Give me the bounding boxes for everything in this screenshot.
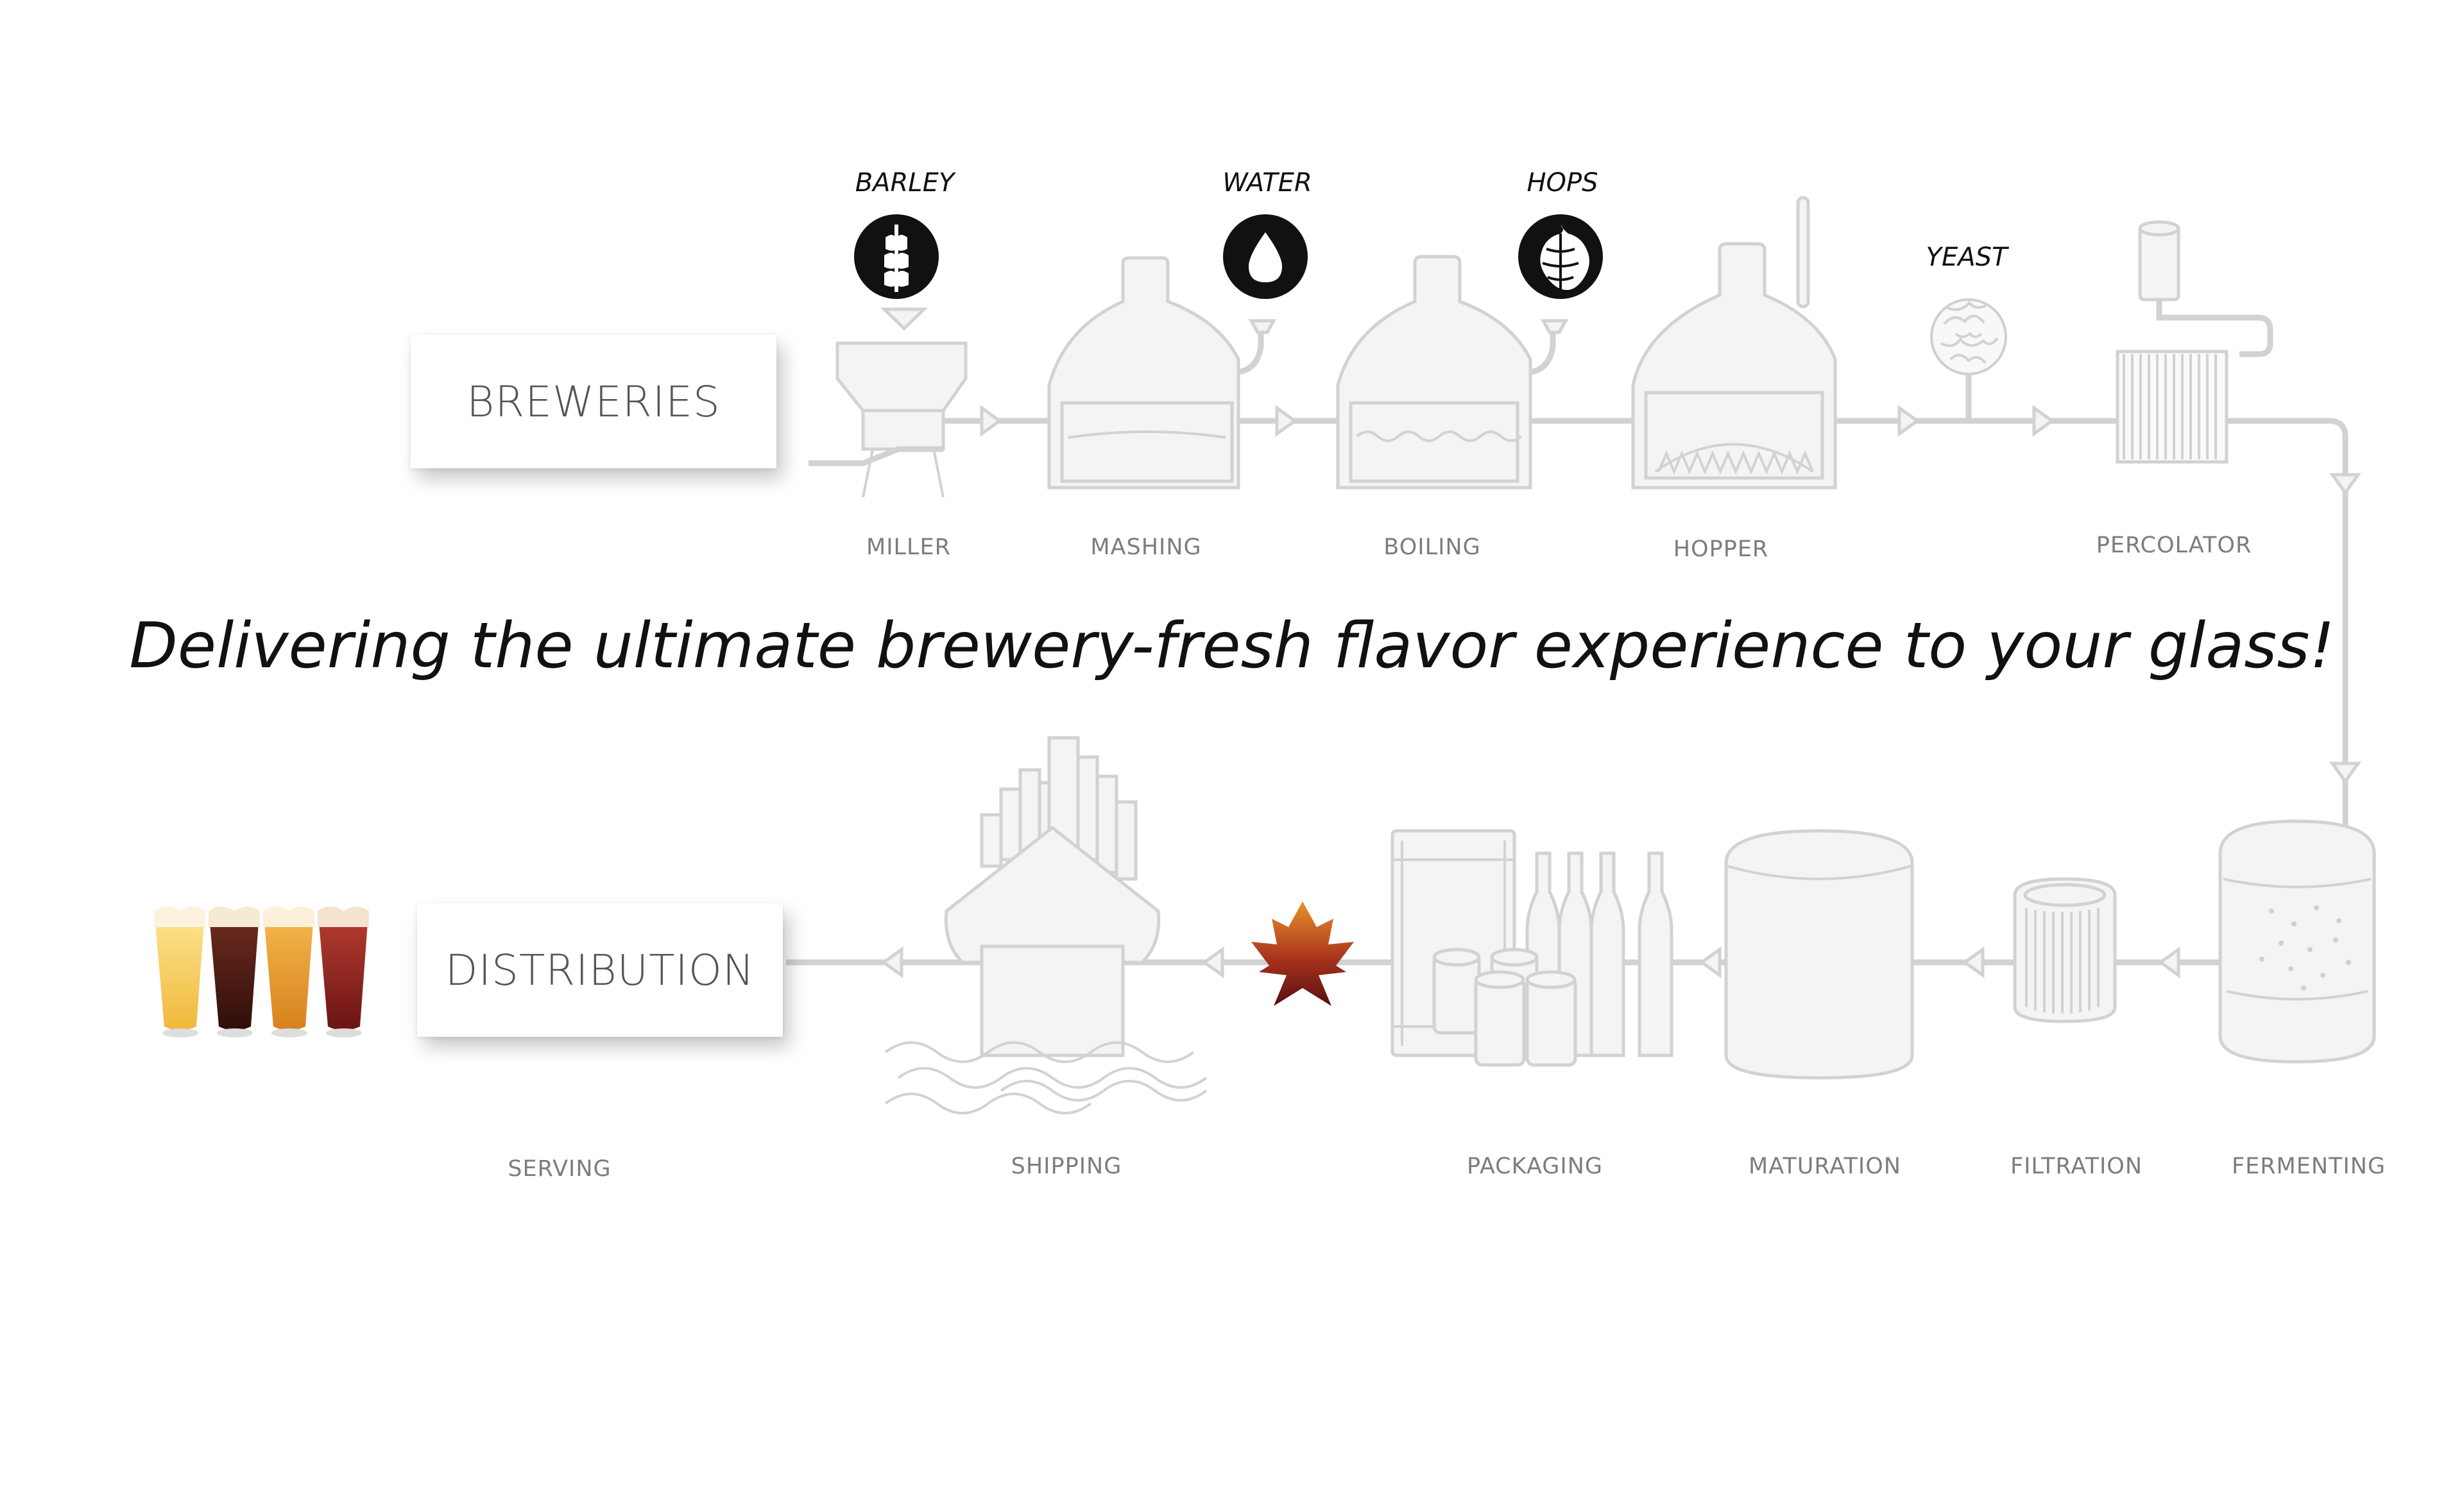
beer-glasses: [154, 906, 369, 1037]
step-serving: SERVING: [508, 1156, 612, 1182]
distribution-label: DISTRIBUTION: [445, 945, 755, 995]
tagline: Delivering the ultimate brewery-fresh fl…: [129, 609, 2335, 683]
step-filtration: FILTRATION: [2010, 1154, 2143, 1179]
miller-machine: [809, 307, 968, 498]
step-shipping: SHIPPING: [1011, 1154, 1122, 1179]
shipping-boat: [884, 736, 1208, 1114]
mashing-tun: [1047, 256, 1277, 490]
breweries-box: BREWERIES: [411, 335, 776, 468]
filtration-unit: [2013, 877, 2117, 1023]
hop-cone-icon: [1518, 214, 1603, 299]
step-mashing: MASHING: [1090, 534, 1202, 560]
step-maturation: MATURATION: [1749, 1154, 1901, 1179]
distribution-box: DISTRIBUTION: [417, 903, 783, 1037]
fermenting-tank: [2218, 819, 2376, 1064]
step-packaging: PACKAGING: [1466, 1154, 1604, 1179]
ingredient-hops: HOPS: [1527, 168, 1598, 198]
hopper-tank: [1631, 196, 1837, 490]
step-percolator: PERCOLATOR: [2096, 533, 2252, 558]
boiling-kettle: [1336, 255, 1569, 490]
yeast-icon: [1930, 298, 2007, 421]
wheat-icon: [854, 214, 939, 299]
maple-leaf-icon: [1251, 901, 1354, 1006]
percolator-coil: [2116, 220, 2273, 464]
step-miller: MILLER: [866, 534, 951, 560]
breweries-label: BREWERIES: [466, 377, 721, 427]
top-pipeline: [918, 405, 2361, 988]
step-boiling: BOILING: [1383, 534, 1481, 560]
step-fermenting: FERMENTING: [2231, 1154, 2386, 1179]
ingredient-water: WATER: [1222, 168, 1312, 198]
step-hopper: HOPPER: [1673, 536, 1769, 562]
ingredient-yeast: YEAST: [1926, 243, 2008, 272]
maturation-tank: [1724, 829, 1914, 1080]
packaging-group: [1390, 829, 1673, 1067]
water-drop-icon: [1223, 214, 1308, 299]
ingredient-barley: BARLEY: [855, 168, 955, 198]
